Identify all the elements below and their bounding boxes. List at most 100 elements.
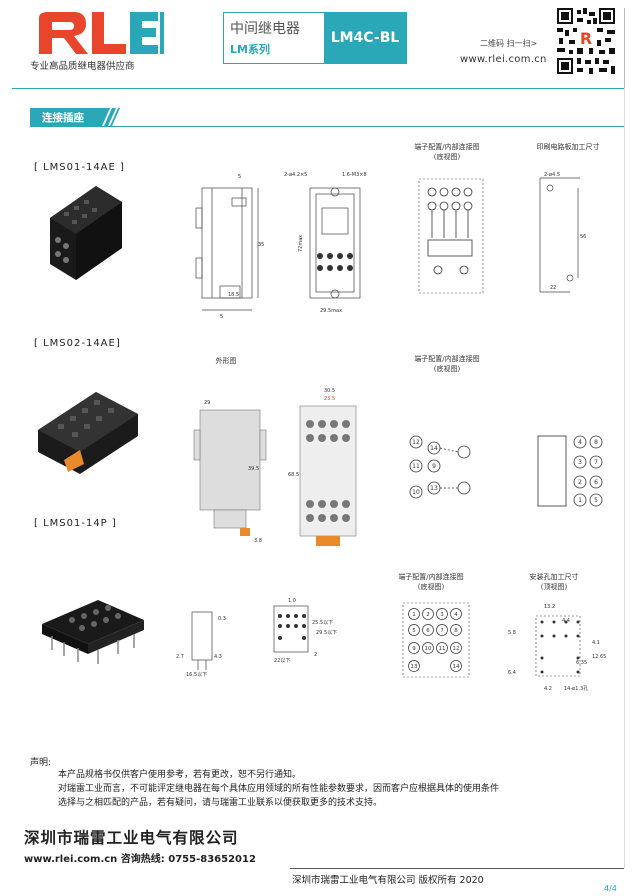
dim-39-5: 39.5 [248, 466, 259, 472]
pin-circle [408, 608, 420, 620]
pin-circle [408, 624, 420, 636]
pin-circle [422, 608, 434, 620]
socket-front-view-2: 30.5 23.5 68.5 [288, 388, 357, 546]
pin-label: 8 [454, 628, 458, 634]
pin-label: 2 [426, 612, 430, 618]
dim-3-8: 3.8 [254, 538, 262, 544]
dim-30-5: 30.5 [324, 388, 335, 394]
pin-label: 4 [454, 612, 458, 618]
pin-11: 11 [412, 463, 420, 470]
pin-2: 2 [578, 479, 582, 486]
dim-2-7: 2.7 [176, 654, 184, 660]
dim-0-3: 0.3 [218, 616, 226, 622]
contact-line: www.rlei.com.cn 咨询热线: 0755-83652012 [24, 854, 256, 865]
dim-29-5max: 29.5max [320, 308, 342, 314]
product-model-3: [ LMS01-14P ] [34, 518, 117, 529]
terminal-diagram-2b: 4 8 3 7 2 6 1 5 [537, 435, 603, 507]
socket-front-view-1: 2-ø4.2×5 1.6-M3×8 72max 29.5max [284, 172, 367, 314]
pin-circle [408, 642, 420, 654]
pin-label: 9 [412, 646, 416, 652]
pcb-drawing-1: 2-ø4.5 56 22 [539, 172, 586, 293]
section-title: 连接插座 [42, 112, 84, 124]
pin-label: 3 [440, 612, 444, 618]
dim-6-4: 6.4 [508, 670, 516, 676]
pin-circle [408, 660, 420, 672]
rlei-logo [39, 12, 164, 54]
pin-label: 10 [425, 646, 432, 652]
pin-circle [422, 624, 434, 636]
note-line-3: 选择与之相匹配的产品，若有疑问，请与瑞雷工业联系以便获取更多的技术支持。 [58, 798, 383, 808]
dim-holes: 14-ø1.3孔 [564, 685, 588, 692]
model-label: LM4C-BL [324, 13, 406, 63]
pin-circle [450, 608, 462, 620]
title-cn: 中间继电器 [230, 21, 300, 37]
dim-31max: 5 [220, 314, 223, 318]
socket-photo-3 [42, 600, 144, 664]
pin-5: 5 [594, 497, 598, 504]
dim-5: 5 [238, 174, 241, 180]
pin-3: 3 [578, 459, 582, 466]
pin-circle [436, 624, 448, 636]
website-link[interactable]: www.rlei.com.cn [460, 54, 547, 65]
dim-29-5: 29.5以下 [316, 630, 337, 636]
pin-label: 13 [411, 664, 418, 670]
pin-label: 7 [440, 628, 444, 634]
header-rule [12, 88, 624, 89]
pin-circle [436, 608, 448, 620]
dim-12-65: 12.65 [592, 654, 606, 660]
pin-9: 9 [432, 463, 436, 470]
caption-terminal-3: 端子配置/内部连接图(底视图) [398, 573, 464, 591]
caption-mount-3: 安装孔加工尺寸(顶视图) [529, 573, 579, 591]
pin-label: 5 [412, 628, 416, 634]
socket-photo-2 [38, 392, 138, 474]
dim-29: 29 [204, 400, 210, 406]
company-name: 深圳市瑞雷工业电气有限公司 [24, 829, 239, 847]
dim-56: 56 [580, 234, 586, 240]
page-edge [624, 88, 625, 868]
pin-circle [422, 642, 434, 654]
caption-pcb-1: 印刷电路板加工尺寸 [536, 143, 600, 151]
dim-68-5: 68.5 [288, 472, 299, 478]
dim-4-3: 4.3 [214, 654, 222, 660]
dim-2: 2 [314, 652, 317, 658]
caption-terminal-2: 端子配置/内部连接图(底视图) [414, 355, 480, 373]
pin-6: 6 [594, 479, 598, 486]
product-title-box: 中间继电器 LM系列 LM4C-BL [223, 12, 407, 64]
pin-8: 8 [594, 439, 598, 446]
pin-label: 6 [426, 628, 430, 634]
dim-35: 35 [258, 242, 264, 248]
socket-front-view-3: 1.0 25.5以下 29.5以下 22以下 2 [273, 598, 337, 664]
dim-4-2: 4.2 [544, 686, 552, 692]
pin-12: 12 [412, 439, 420, 446]
note-line-1: 本产品规格书仅供客户使用参考，若有更改，恕不另行通知。 [58, 770, 302, 780]
qr-hint: 二维码 扫一扫> [480, 39, 538, 48]
series-label: LM系列 [230, 43, 270, 56]
socket-side-view-1: 5 35 18.5 5 [195, 174, 264, 318]
dim-pcb-holes: 2-ø4.5 [544, 172, 560, 178]
mount-drawing-3: 13.2 4.4 5.8 4.1 12.65 6.35 6.4 4.2 14-ø… [508, 604, 606, 692]
pin-label: 11 [439, 646, 446, 652]
dim-18-5: 18.5 [228, 292, 239, 298]
dim-72max: 72max [298, 235, 304, 252]
product-model-2: [ LMS02-14AE] [34, 338, 121, 349]
pin-circle [436, 642, 448, 654]
pin-circle [450, 660, 462, 672]
caption-outline-2: 外形图 [215, 357, 237, 365]
pin-circle [450, 642, 462, 654]
socket-side-view-3: 0.3 2.7 4.3 16.5以下 [176, 611, 226, 678]
dim-4-4: 4.4 [562, 618, 570, 624]
note-line-2: 对瑞雷工业而言，不可能评定继电器在每个具体应用领域的所有性能参数要求，因而客户应… [58, 784, 500, 794]
dim-5-8: 5.8 [508, 630, 516, 636]
dim-m3: 1.6-M3×8 [342, 172, 367, 178]
footer-rule [290, 868, 624, 869]
pin-13: 13 [430, 485, 438, 492]
pin-label: 12 [453, 646, 460, 652]
socket-photo-1 [50, 186, 122, 280]
qr-code-icon[interactable]: R [557, 8, 615, 74]
notes-title: 声明: [30, 758, 52, 768]
pin-7: 7 [594, 459, 598, 466]
dim-4-1: 4.1 [592, 640, 600, 646]
svg-text:R: R [580, 29, 592, 48]
product-model-1: [ LMS01-14AE ] [34, 162, 125, 173]
